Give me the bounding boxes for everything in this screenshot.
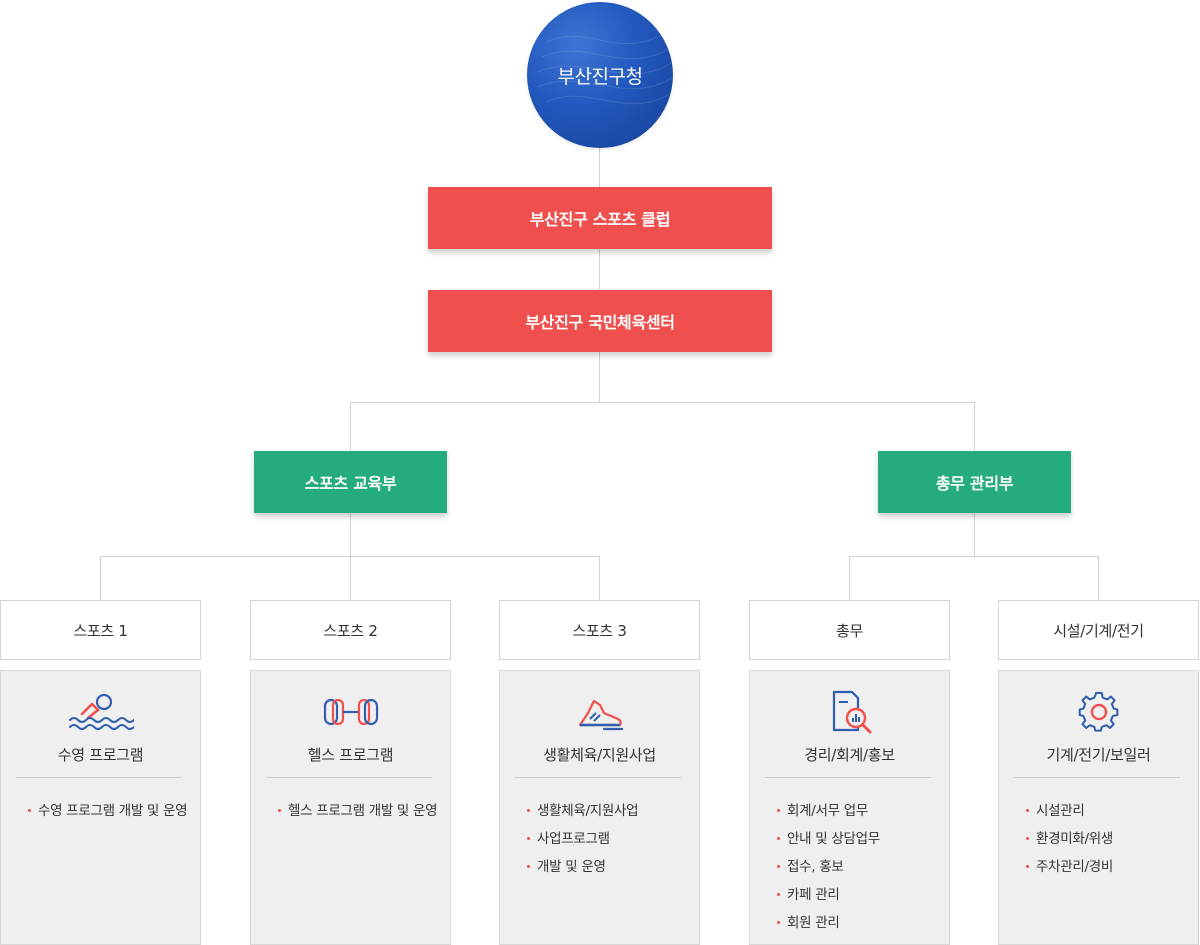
sneaker-icon bbox=[500, 691, 699, 733]
swimmer-icon bbox=[1, 691, 200, 733]
connector-sports-division-down bbox=[350, 513, 351, 556]
duty-item: 회계/서무 업무 bbox=[777, 797, 941, 825]
connector-to-general bbox=[849, 556, 850, 600]
divider bbox=[765, 777, 931, 778]
wave-pattern-decoration bbox=[536, 31, 673, 105]
duty-item: 접수, 홍보 bbox=[777, 853, 941, 881]
duty-item: 카페 관리 bbox=[777, 881, 941, 909]
connector-to-sports2 bbox=[350, 556, 351, 600]
dept-card-sports1: 수영 프로그램 수영 프로그램 개발 및 운영 bbox=[0, 670, 201, 945]
dept-card-facility: 기계/전기/보일러 시설관리 환경미화/위생 주차관리/경비 bbox=[998, 670, 1199, 945]
connector-root-to-club bbox=[599, 148, 600, 188]
duty-list: 생활체육/지원사업 사업프로그램 개발 및 운영 bbox=[527, 797, 691, 881]
connector-to-admin-division bbox=[974, 402, 975, 451]
duty-item: 수영 프로그램 개발 및 운영 bbox=[28, 797, 192, 825]
duty-item: 환경미화/위생 bbox=[1026, 825, 1190, 853]
dept-card-title: 수영 프로그램 bbox=[57, 746, 144, 764]
gear-icon bbox=[999, 691, 1198, 733]
sports-club-box: 부산진구 스포츠 클럽 bbox=[428, 187, 772, 249]
duty-list: 회계/서무 업무 안내 및 상담업무 접수, 홍보 카페 관리 회원 관리 bbox=[777, 797, 941, 937]
dept-name: 총무 bbox=[835, 621, 863, 640]
dept-card-title: 생활체육/지원사업 bbox=[543, 746, 656, 764]
sports-club-label: 부산진구 스포츠 클럽 bbox=[529, 210, 671, 229]
divider bbox=[266, 777, 432, 778]
division-label: 스포츠 교육부 bbox=[304, 474, 397, 493]
sports-education-division: 스포츠 교육부 bbox=[254, 451, 447, 513]
sports-center-box: 부산진구 국민체육센터 bbox=[428, 290, 772, 352]
dept-name: 스포츠 1 bbox=[73, 621, 128, 640]
dept-head-facility: 시설/기계/전기 bbox=[998, 600, 1199, 660]
connector-center-down bbox=[599, 352, 600, 402]
connector-to-sports1 bbox=[100, 556, 101, 600]
dept-card-sports2: 헬스 프로그램 헬스 프로그램 개발 및 운영 bbox=[250, 670, 451, 945]
dumbbell-icon bbox=[251, 691, 450, 733]
duty-item: 안내 및 상담업무 bbox=[777, 825, 941, 853]
duty-item: 개발 및 운영 bbox=[527, 853, 691, 881]
dept-name: 스포츠 2 bbox=[323, 621, 378, 640]
divider bbox=[16, 777, 182, 778]
duty-item: 사업프로그램 bbox=[527, 825, 691, 853]
duty-list: 헬스 프로그램 개발 및 운영 bbox=[278, 797, 442, 825]
dept-head-general: 총무 bbox=[749, 600, 950, 660]
duty-item: 회원 관리 bbox=[777, 909, 941, 937]
dept-head-sports2: 스포츠 2 bbox=[250, 600, 451, 660]
dept-card-title: 기계/전기/보일러 bbox=[1046, 746, 1151, 764]
duty-item: 주차관리/경비 bbox=[1026, 853, 1190, 881]
duty-list: 시설관리 환경미화/위생 주차관리/경비 bbox=[1026, 797, 1190, 881]
division-label: 총무 관리부 bbox=[935, 474, 1014, 493]
connector-admin-bar bbox=[849, 556, 1099, 557]
dept-card-title: 경리/회계/홍보 bbox=[804, 746, 895, 764]
connector-to-sports-division bbox=[350, 402, 351, 451]
duty-item: 헬스 프로그램 개발 및 운영 bbox=[278, 797, 442, 825]
dept-name: 시설/기계/전기 bbox=[1053, 621, 1144, 640]
general-affairs-division: 총무 관리부 bbox=[878, 451, 1071, 513]
connector-club-to-center bbox=[599, 249, 600, 290]
connector-to-sports3 bbox=[599, 556, 600, 600]
divider bbox=[515, 777, 681, 778]
duty-item: 생활체육/지원사업 bbox=[527, 797, 691, 825]
dept-head-sports1: 스포츠 1 bbox=[0, 600, 201, 660]
connector-division-bar bbox=[350, 402, 975, 403]
connector-to-facility bbox=[1098, 556, 1099, 600]
dept-card-sports3: 생활체육/지원사업 생활체육/지원사업 사업프로그램 개발 및 운영 bbox=[499, 670, 700, 945]
connector-admin-division-down bbox=[974, 513, 975, 556]
duty-item: 시설관리 bbox=[1026, 797, 1190, 825]
dept-card-general: 경리/회계/홍보 회계/서무 업무 안내 및 상담업무 접수, 홍보 카페 관리… bbox=[749, 670, 950, 945]
duty-list: 수영 프로그램 개발 및 운영 bbox=[28, 797, 192, 825]
sports-center-label: 부산진구 국민체육센터 bbox=[525, 313, 675, 332]
report-magnifier-icon bbox=[750, 690, 949, 734]
divider bbox=[1014, 777, 1180, 778]
root-node: 부산진구청 bbox=[527, 2, 673, 148]
dept-name: 스포츠 3 bbox=[572, 621, 627, 640]
dept-card-title: 헬스 프로그램 bbox=[307, 746, 394, 764]
root-label: 부산진구청 bbox=[557, 65, 643, 88]
dept-head-sports3: 스포츠 3 bbox=[499, 600, 700, 660]
